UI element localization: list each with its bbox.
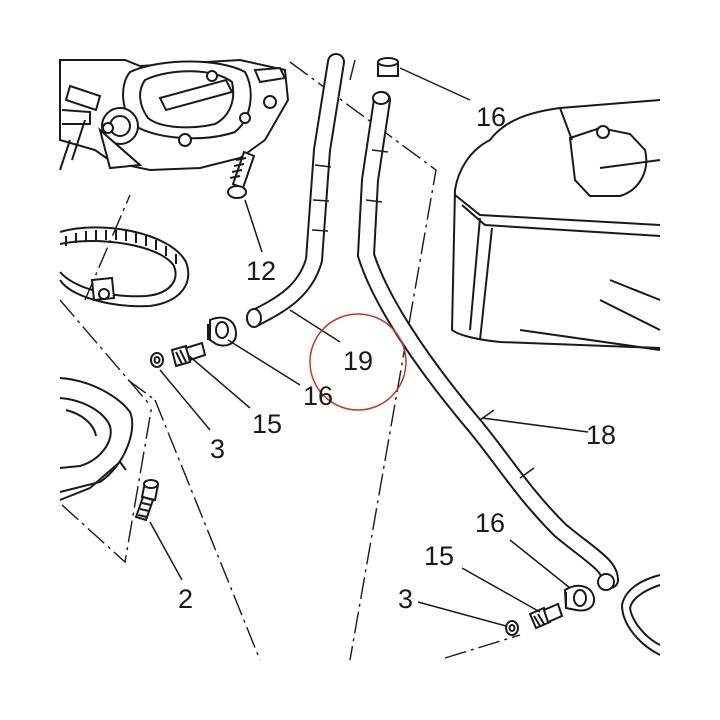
hose-clamp xyxy=(59,226,190,308)
bolt-2 xyxy=(134,479,160,522)
callout-18: 18 xyxy=(586,420,616,450)
fitting-group-bottom xyxy=(505,584,596,636)
callout-15-bottom: 15 xyxy=(424,541,454,571)
callout-2: 2 xyxy=(178,584,193,614)
throttle-body xyxy=(59,58,290,172)
callout-labels: 16 12 19 16 15 3 18 2 16 15 3 xyxy=(178,102,616,614)
leader-lines xyxy=(149,67,589,627)
screw-12 xyxy=(227,150,256,199)
callout-15-mid: 15 xyxy=(252,409,282,439)
chain-outline xyxy=(620,574,661,656)
callout-16-bottom: 16 xyxy=(475,508,505,538)
hose-19 xyxy=(246,53,345,328)
callout-16-top: 16 xyxy=(476,102,506,132)
highlight-circle xyxy=(309,313,407,411)
hose-clip-top xyxy=(377,57,399,77)
callout-3-mid: 3 xyxy=(210,434,225,464)
callout-12: 12 xyxy=(246,256,276,286)
callout-3-bottom: 3 xyxy=(398,584,413,614)
intake-boot xyxy=(59,377,134,501)
callout-16-mid: 16 xyxy=(303,381,333,411)
callout-19: 19 xyxy=(343,346,373,376)
fuel-tank xyxy=(450,99,661,351)
fitting-group-mid xyxy=(150,316,238,368)
hose-18 xyxy=(356,91,619,591)
